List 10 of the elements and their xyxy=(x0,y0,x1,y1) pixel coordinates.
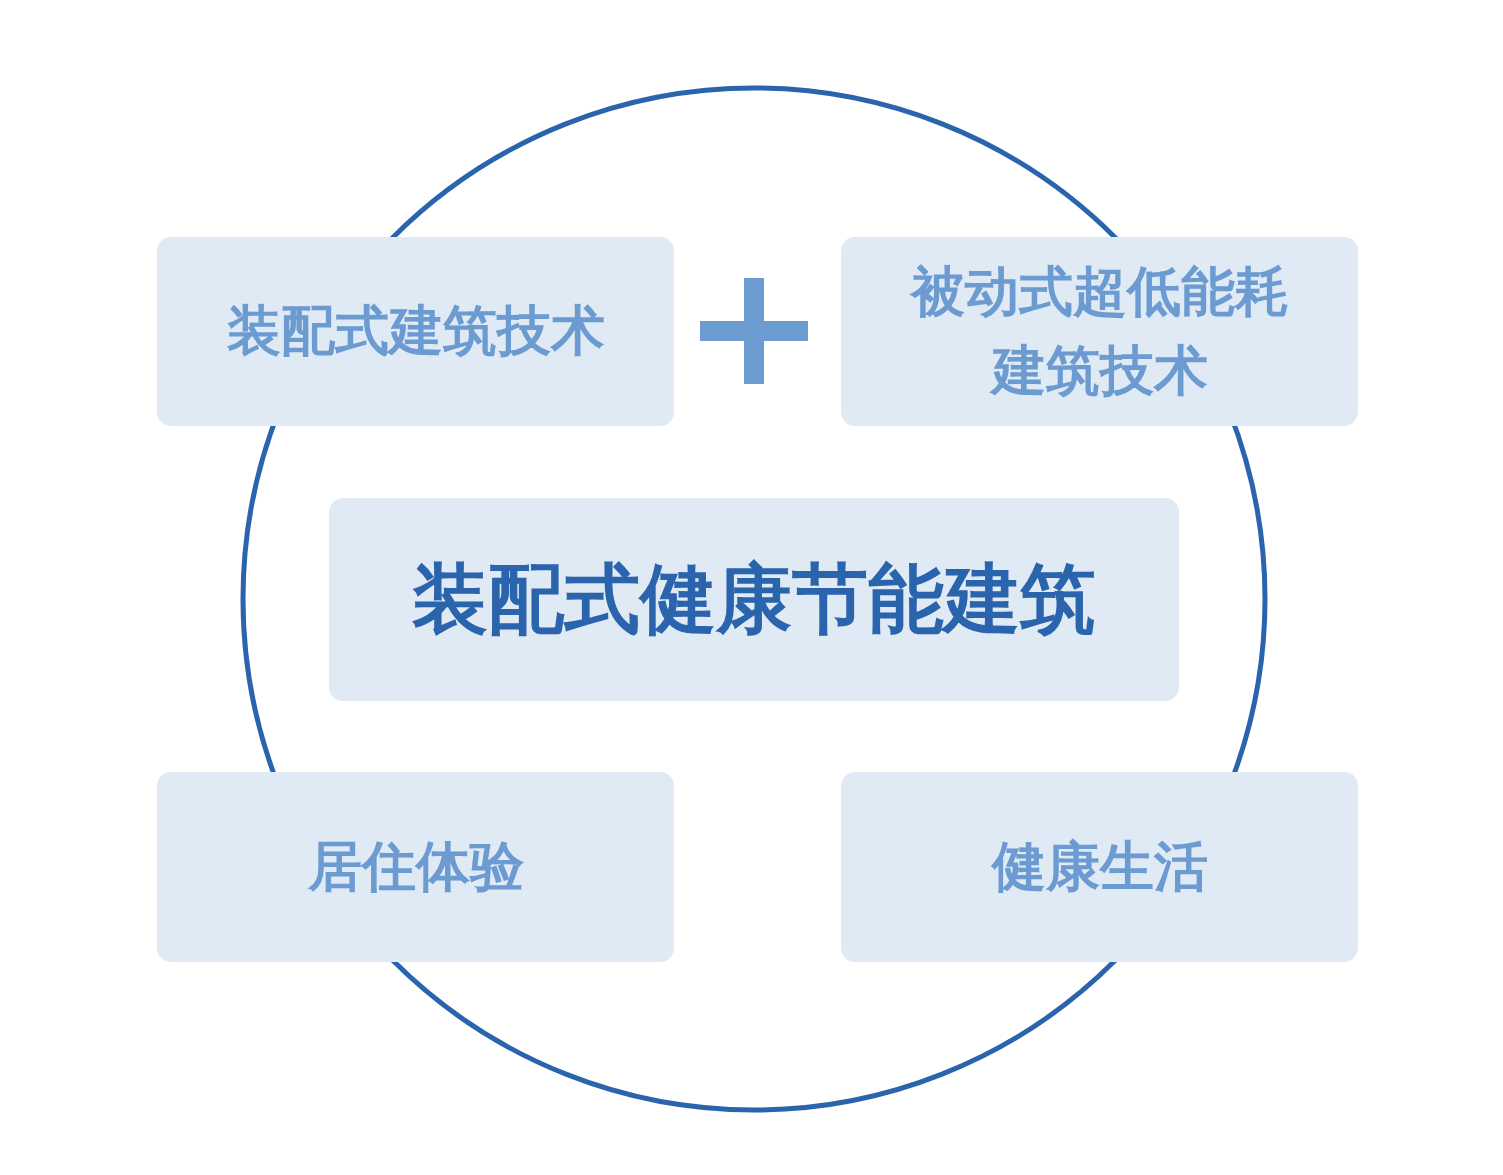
text-box xyxy=(841,772,1358,962)
label-text: 居住体验 xyxy=(307,833,524,900)
title-box xyxy=(329,498,1179,701)
label-text: 健康生活 xyxy=(991,833,1208,900)
label-text: 被动式超低能耗建筑技术 xyxy=(908,259,1290,404)
text-box xyxy=(841,237,1358,426)
label-text: 装配式建筑技术 xyxy=(226,298,605,365)
heading-text: 装配式健康节能建筑 xyxy=(412,553,1096,646)
text-box xyxy=(157,772,674,962)
text-box xyxy=(157,237,674,426)
